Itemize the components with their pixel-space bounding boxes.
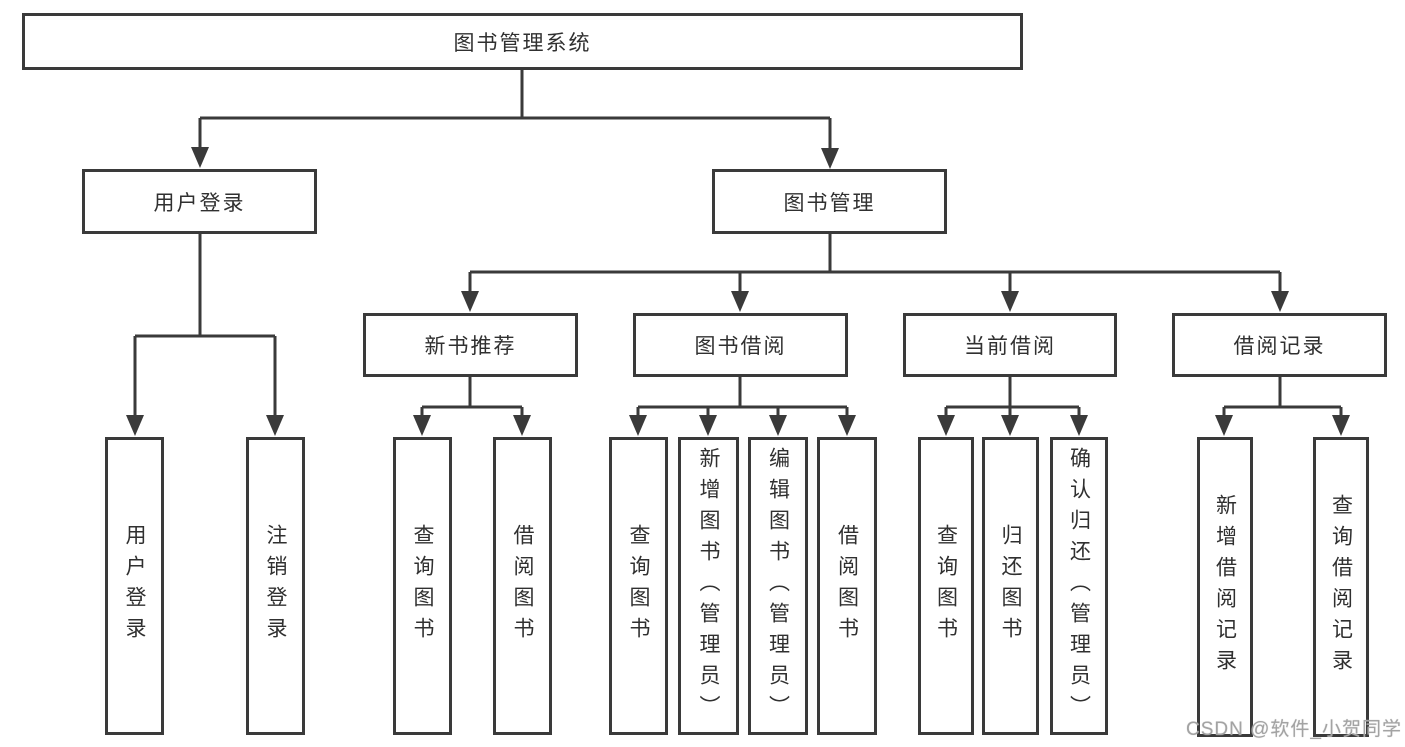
leaf-confirm-return-admin-label: 确认归还（管理员） [1067, 446, 1091, 726]
leaf-borrow-books: 借阅图书 [817, 437, 877, 735]
leaf-query-books-current-label: 查询图书 [934, 524, 958, 648]
node-book-borrow-label: 图书借阅 [694, 335, 787, 358]
node-borrow-records-label: 借阅记录 [1233, 335, 1326, 358]
node-book-management: 图书管理 [712, 169, 947, 234]
node-user-login: 用户登录 [82, 169, 317, 234]
leaf-logout: 注销登录 [246, 437, 305, 735]
leaf-query-books-recommend-label: 查询图书 [411, 524, 434, 648]
leaf-add-book-admin: 新增图书（管理员） [678, 437, 739, 735]
leaf-add-book-admin-label: 新增图书（管理员） [697, 446, 720, 726]
node-book-borrow: 图书借阅 [633, 313, 848, 377]
node-current-borrow-label: 当前借阅 [964, 335, 1056, 358]
leaf-add-borrow-record: 新增借阅记录 [1197, 437, 1253, 737]
leaf-borrow-books-label: 借阅图书 [835, 524, 859, 648]
leaf-borrow-books-recommend-label: 借阅图书 [511, 524, 534, 648]
leaf-edit-book-admin: 编辑图书（管理员） [748, 437, 808, 735]
leaf-borrow-books-recommend: 借阅图书 [493, 437, 552, 735]
node-new-book-recommend: 新书推荐 [363, 313, 578, 377]
node-book-management-label: 图书管理 [783, 191, 876, 215]
node-new-book-recommend-label: 新书推荐 [424, 335, 517, 358]
leaf-query-books-recommend: 查询图书 [393, 437, 452, 735]
leaf-logout-label: 注销登录 [264, 524, 287, 648]
leaf-return-book: 归还图书 [982, 437, 1039, 735]
node-current-borrow: 当前借阅 [903, 313, 1117, 377]
node-borrow-records: 借阅记录 [1172, 313, 1387, 377]
node-library-system-label: 图书管理系统 [453, 31, 592, 55]
leaf-query-borrow-record: 查询借阅记录 [1313, 437, 1369, 737]
leaf-user-login-label: 用户登录 [123, 524, 146, 648]
leaf-query-borrow-record-label: 查询借阅记录 [1329, 494, 1353, 680]
leaf-query-books-borrow: 查询图书 [609, 437, 668, 735]
leaf-add-borrow-record-label: 新增借阅记录 [1213, 494, 1237, 680]
leaf-user-login: 用户登录 [105, 437, 164, 735]
leaf-return-book-label: 归还图书 [999, 524, 1022, 648]
leaf-query-books-current: 查询图书 [918, 437, 974, 735]
node-user-login-label: 用户登录 [153, 191, 246, 215]
leaf-edit-book-admin-label: 编辑图书（管理员） [766, 446, 790, 726]
node-library-system: 图书管理系统 [22, 13, 1023, 70]
csdn-watermark: CSDN @软件_小贺同学 [1186, 719, 1402, 740]
leaf-query-books-borrow-label: 查询图书 [627, 524, 650, 648]
leaf-confirm-return-admin: 确认归还（管理员） [1050, 437, 1108, 735]
